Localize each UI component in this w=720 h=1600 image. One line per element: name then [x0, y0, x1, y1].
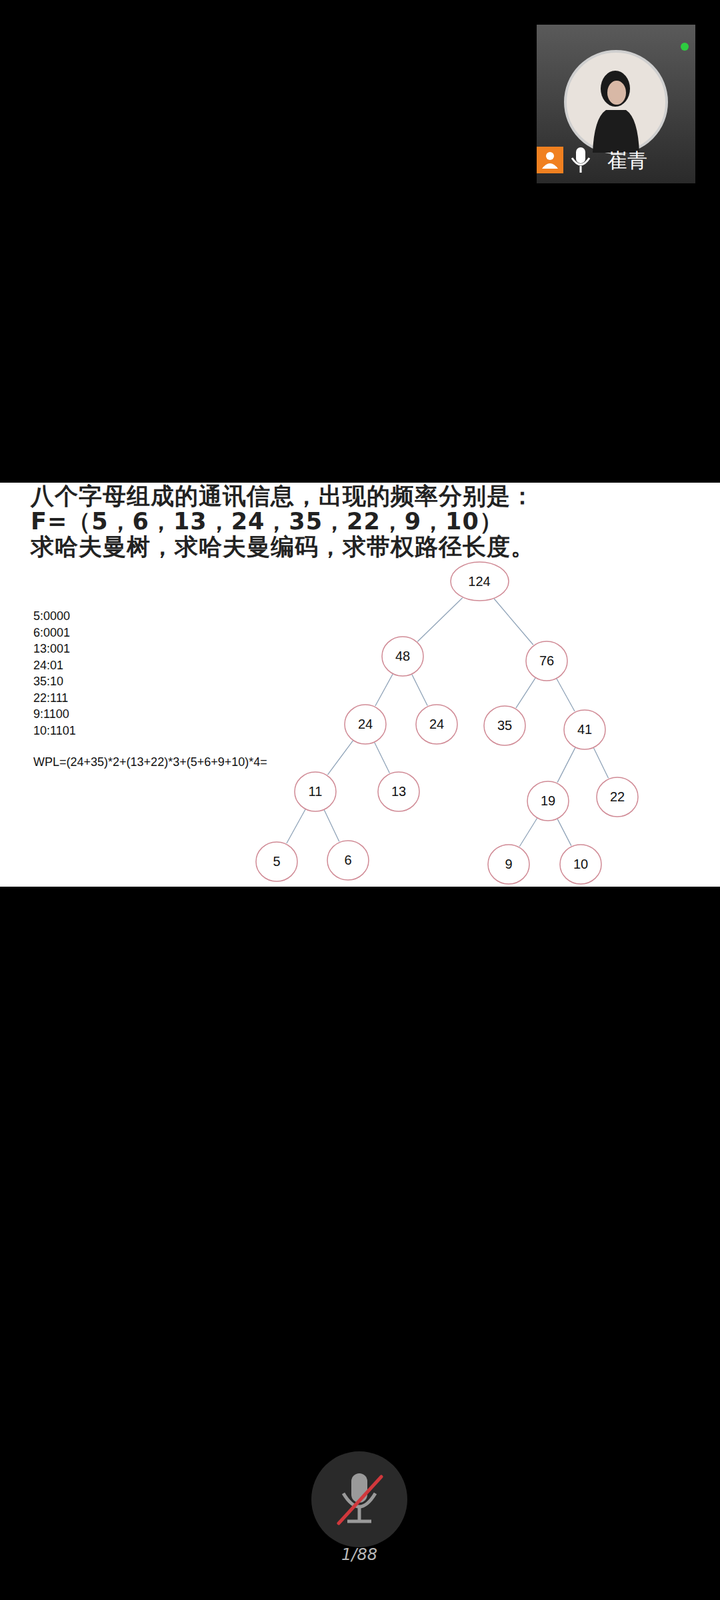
tree-node: 5	[255, 841, 298, 882]
tree-edge	[374, 742, 390, 774]
node-weight: 24	[358, 716, 373, 732]
question-text: 八个字母组成的通讯信息，出现的频率分别是：	[30, 484, 535, 509]
code-entry: 10:1101	[33, 724, 76, 738]
question-text: 求哈夫曼树，求哈夫曼编码，求带权路径长度。	[30, 534, 535, 560]
tree-edge	[557, 747, 576, 782]
node-weight: 76	[539, 653, 554, 669]
code-entry: 24:01	[33, 659, 64, 672]
avatar-body	[592, 110, 640, 153]
node-weight: 6	[344, 852, 352, 868]
tree-edge	[375, 674, 393, 706]
tree-node: 24	[415, 704, 458, 745]
mic-icon-arc	[572, 158, 590, 165]
tree-node: 22	[596, 776, 639, 818]
node-ellipse	[488, 844, 530, 884]
tree-node: 10	[559, 844, 602, 885]
node-weight: 48	[395, 648, 410, 664]
video-panel: 崔青	[536, 24, 696, 184]
tree-edge	[327, 740, 353, 775]
node-ellipse	[526, 641, 568, 681]
node-ellipse	[450, 562, 509, 601]
tree-node: 124	[450, 561, 510, 602]
tree-edge	[286, 809, 306, 844]
tree-edge	[516, 678, 536, 708]
wpl-formula: WPL=(24+35)*2+(13+22)*3+(5+6+9+10)*4=	[33, 756, 268, 769]
node-ellipse	[378, 772, 420, 812]
node-ellipse	[596, 777, 638, 817]
tree-node: 13	[377, 771, 420, 812]
tree-edge	[417, 598, 462, 642]
code-entry: 6:0001	[33, 626, 70, 640]
tree-node: 48	[381, 636, 424, 677]
node-ellipse	[527, 781, 569, 821]
tree-node: 19	[526, 780, 570, 822]
tree-node: 9	[487, 844, 530, 885]
node-weight: 41	[577, 722, 592, 738]
code-entry: 22:111	[33, 692, 68, 705]
code-entry: 5:0000	[33, 610, 70, 623]
status-dot	[680, 42, 689, 51]
mic-base	[347, 1520, 372, 1524]
tree-node: 6	[326, 840, 370, 881]
node-weight: 24	[429, 716, 444, 732]
node-ellipse	[484, 706, 526, 746]
code-entry: 35:10	[33, 675, 64, 688]
avatar-circle	[565, 51, 667, 153]
tree-edge	[557, 818, 572, 846]
tree-edge	[494, 598, 534, 645]
tree-node: 24	[344, 704, 387, 745]
node-ellipse	[382, 636, 424, 676]
node-weight: 124	[468, 574, 490, 590]
tree-edge	[412, 674, 428, 706]
avatar-face	[607, 80, 626, 105]
slide: 124 48 76 24 24 35 41 11 13 19 22 5 6 9 10 八个字母组成的通讯信息，…	[0, 482, 720, 887]
tree-node: 76	[525, 640, 568, 682]
node-ellipse	[344, 704, 386, 744]
participant-name: 崔青	[607, 150, 648, 172]
tree-node: 35	[483, 705, 526, 746]
tree-edge	[556, 678, 575, 712]
user-icon-bg	[536, 146, 564, 174]
mic-icon	[576, 147, 586, 164]
tree-edge	[593, 748, 608, 779]
mute-slash	[338, 1476, 382, 1524]
node-ellipse	[327, 840, 369, 880]
user-icon-head	[546, 152, 554, 160]
tree-edge	[324, 810, 340, 842]
node-weight: 9	[504, 856, 512, 872]
tree-edge	[519, 818, 537, 847]
node-weight: 35	[497, 718, 512, 734]
page-counter: 1/88	[341, 1546, 378, 1564]
mic-stem	[358, 1508, 362, 1520]
node-weight: 22	[610, 789, 625, 805]
code-entry: 13:001	[33, 642, 70, 656]
node-weight: 19	[540, 793, 556, 809]
tree-node: 11	[294, 771, 337, 812]
code-entry: 9:1100	[33, 708, 70, 721]
question-text: F=（5，6，13，24，35，22，9，10）	[30, 509, 504, 534]
node-weight: 10	[573, 856, 588, 872]
node-ellipse	[294, 772, 336, 812]
node-ellipse	[416, 704, 458, 744]
node-ellipse	[564, 710, 606, 750]
tree-node: 41	[563, 709, 606, 750]
node-ellipse	[560, 844, 602, 884]
mic-button	[311, 1451, 408, 1548]
node-weight: 5	[272, 854, 280, 870]
mic-icon-stem	[580, 166, 582, 173]
user-icon-body	[542, 163, 558, 169]
node-weight: 13	[391, 784, 406, 800]
avatar-hair	[600, 70, 630, 107]
node-weight: 11	[308, 784, 323, 800]
node-ellipse	[256, 842, 298, 882]
